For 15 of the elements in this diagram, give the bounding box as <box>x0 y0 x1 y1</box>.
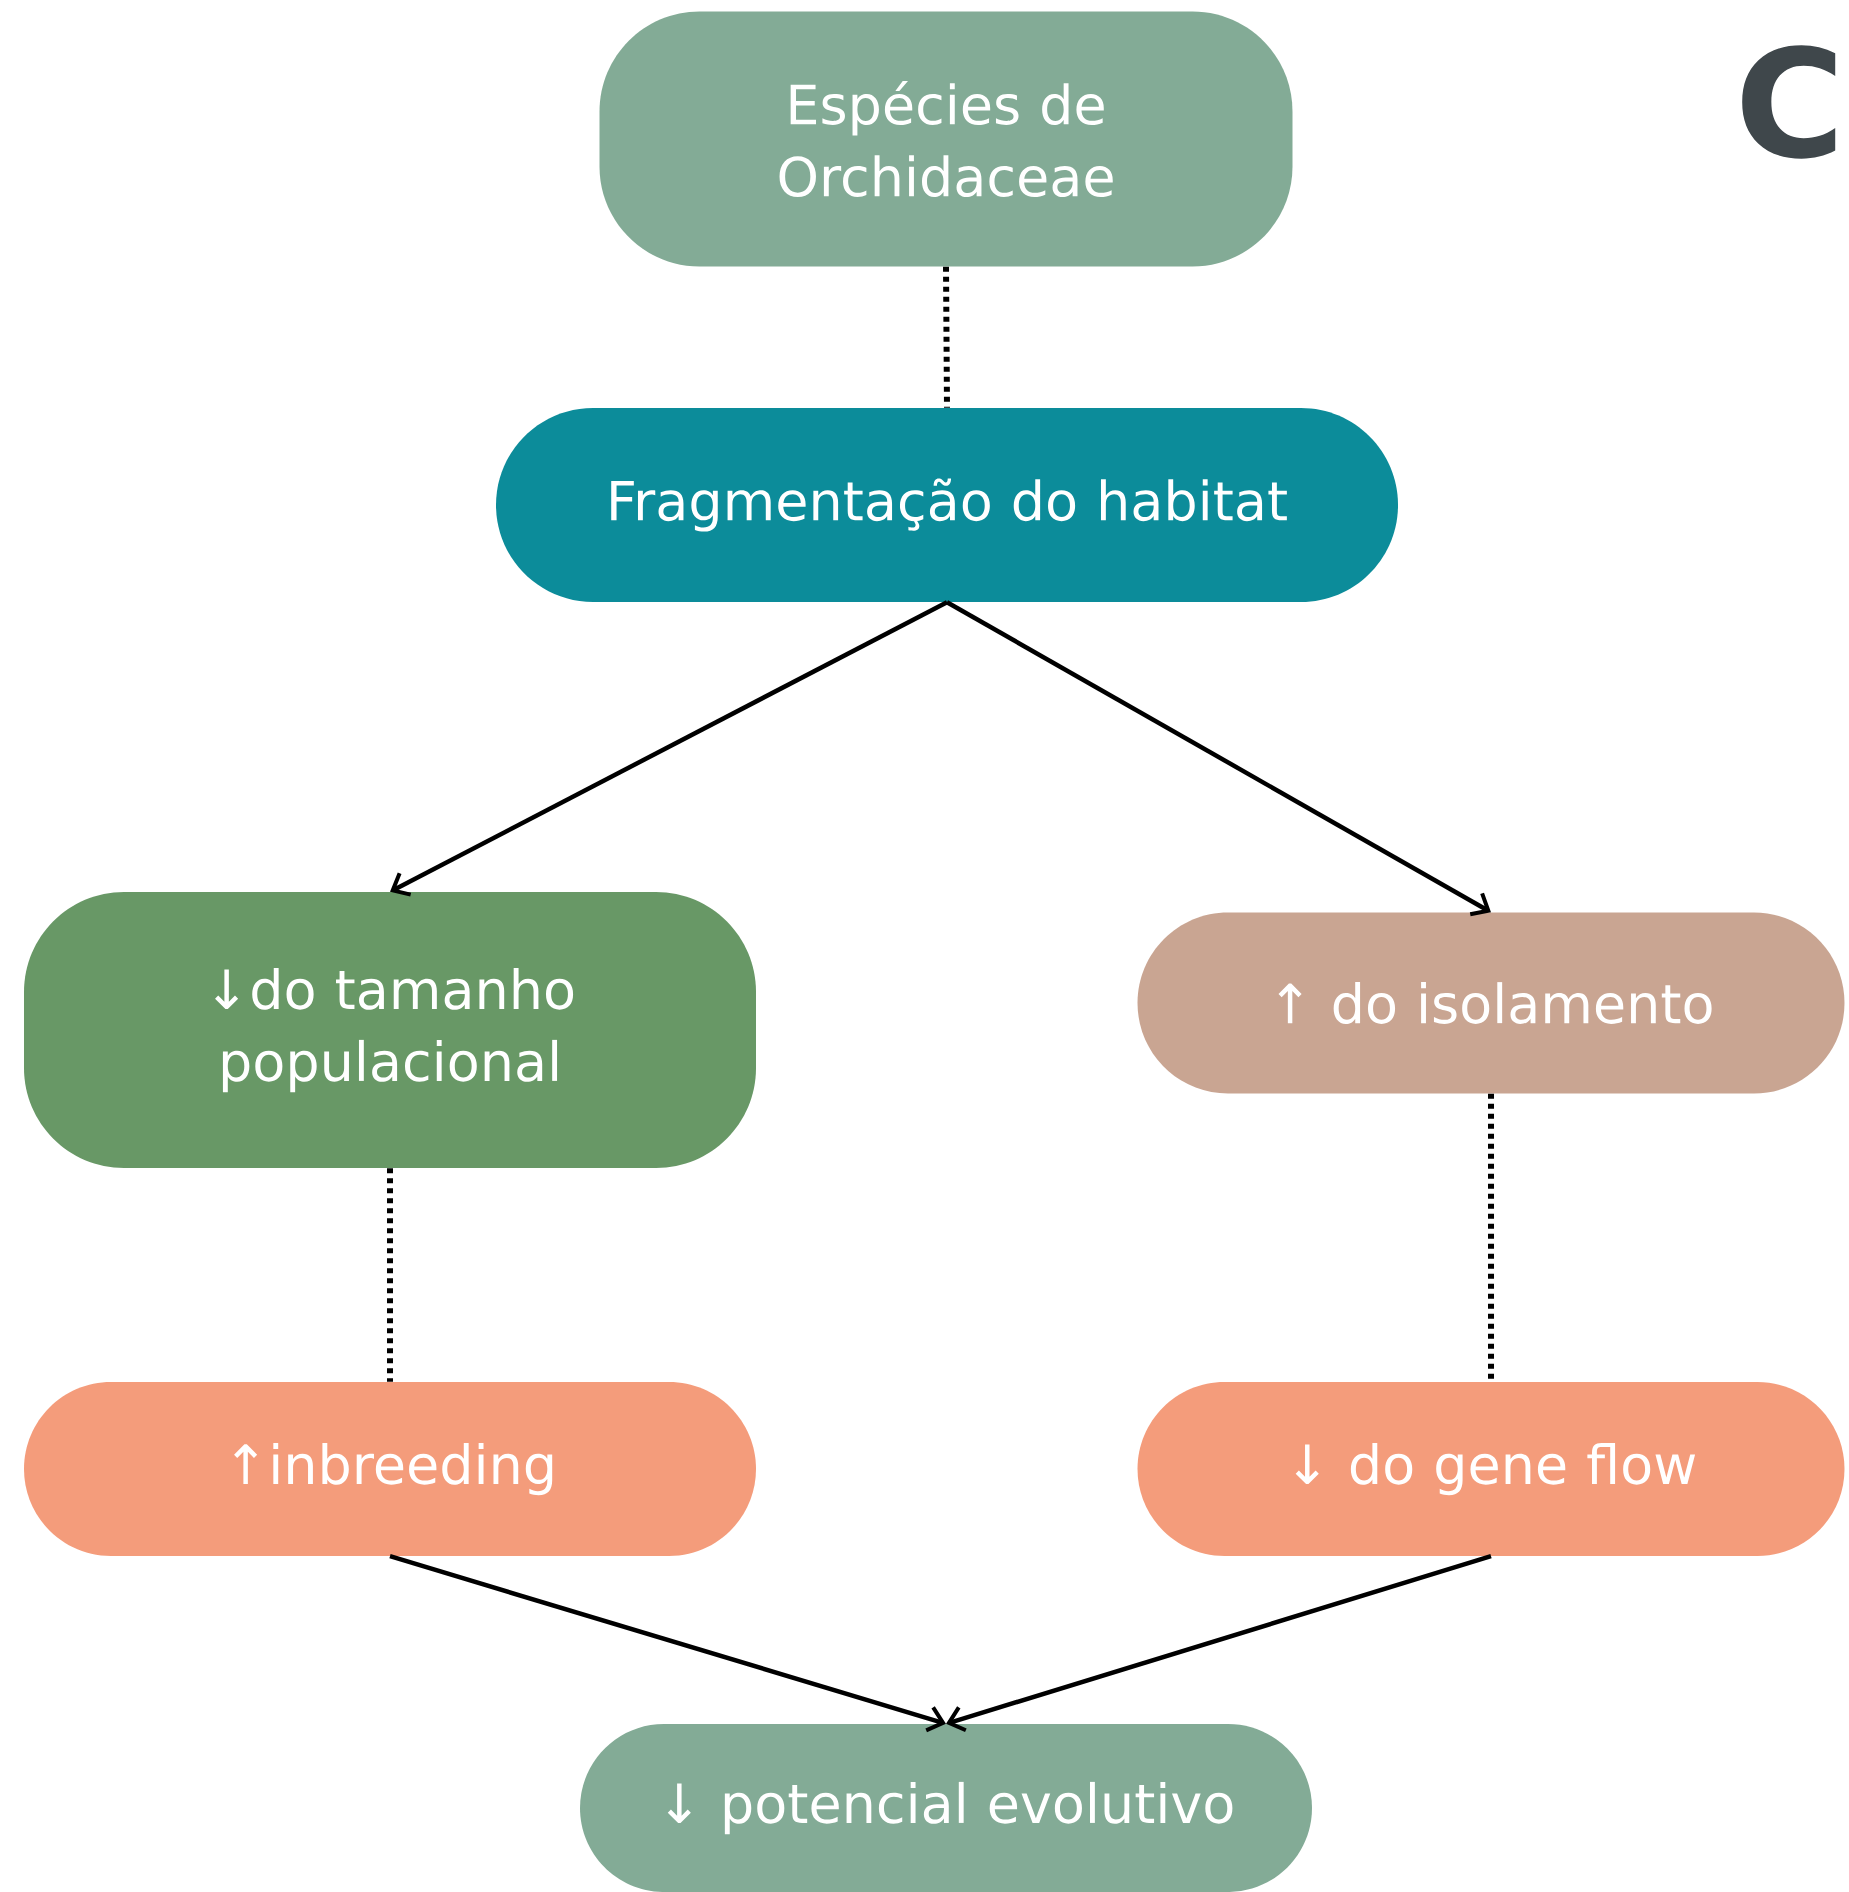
rounded-box: ↓do tamanho populacional <box>24 892 756 1168</box>
rounded-box: ↑ do isolamento <box>1137 912 1845 1094</box>
rounded-box: ↓ potencial evolutivo <box>580 1724 1312 1892</box>
dotted-line <box>943 266 950 408</box>
rounded-box: Fragmentação do habitat <box>496 408 1398 602</box>
letter: C <box>1742 45 1836 159</box>
rounded-box: Espécies de Orchidaceae <box>599 11 1293 267</box>
dotted-line <box>1488 1093 1494 1382</box>
rounded-box: ↑inbreeding <box>24 1382 756 1556</box>
rounded-box: ↓ do gene flow <box>1137 1382 1845 1556</box>
arrow <box>946 1554 1492 1733</box>
arrow <box>389 1554 946 1733</box>
arrow <box>390 600 949 897</box>
dotted-line <box>387 1168 393 1382</box>
arrow <box>945 600 1491 917</box>
